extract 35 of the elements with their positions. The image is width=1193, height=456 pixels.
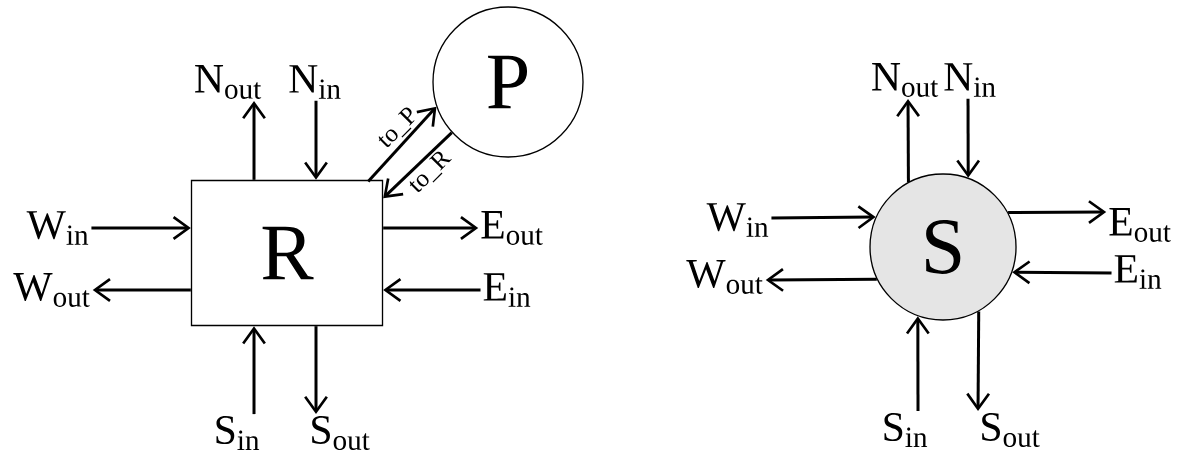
arrow: [383, 216, 479, 240]
arrow: [242, 100, 266, 180]
port-label: N$_{out}$: [195, 65, 262, 99]
arrow: [304, 100, 328, 180]
port-label: E$_{out}$: [1109, 208, 1171, 242]
arrow: [1008, 200, 1107, 224]
port-label: N$_{in}$: [944, 63, 996, 97]
port-label: W$_{out}$: [686, 260, 763, 294]
port-label: E$_{in}$: [1114, 255, 1162, 289]
process-box: R: [190, 179, 384, 327]
arrow: [765, 268, 877, 292]
port-label: N$_{in}$: [289, 65, 341, 99]
arrow: [956, 98, 981, 178]
port-label: S$_{out}$: [982, 412, 1040, 448]
port-label: S$_{in}$: [216, 416, 260, 450]
arrow: [771, 205, 876, 230]
port-label: S$_{in}$: [884, 413, 928, 447]
arrow: [304, 326, 328, 414]
port-label: S$_{out}$: [312, 415, 370, 451]
arrow: [383, 278, 481, 302]
port-label: E$_{out}$: [481, 211, 543, 245]
arrow: [92, 278, 191, 302]
port-label: W$_{in}$: [706, 203, 769, 237]
port-label: E$_{in}$: [483, 273, 531, 307]
arrow: [367, 106, 437, 183]
arrow: [242, 326, 266, 415]
arrow: [896, 98, 920, 182]
arrow: [383, 131, 453, 199]
arrow: [1012, 260, 1112, 285]
port-label: W$_{out}$: [13, 273, 90, 307]
arrow: [905, 316, 930, 412]
port-label: N$_{out}$: [872, 63, 939, 97]
arrow: [91, 216, 191, 240]
port-label: W$_{in}$: [26, 211, 89, 245]
arrow: [966, 311, 991, 411]
